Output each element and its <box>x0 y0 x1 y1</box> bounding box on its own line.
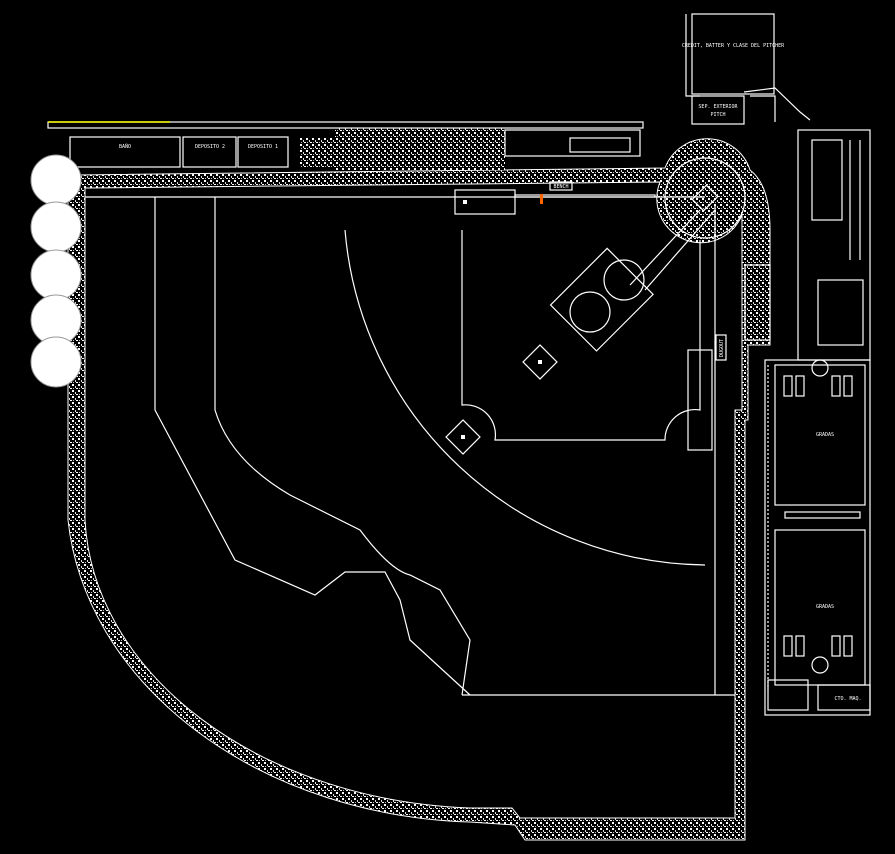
bench-label: BENCH <box>553 184 568 190</box>
trees <box>30 154 82 388</box>
building-label: CREDIT, BATTER Y CLASE DEL PITCHER <box>682 43 785 49</box>
outfield-line <box>214 197 471 696</box>
tree-icon <box>30 336 82 388</box>
tree-icon <box>30 249 82 301</box>
top-buildings: BAÑO DEPOSITO 2 DEPOSITO 1 CREDIT, BATTE… <box>47 13 811 168</box>
home-plate <box>691 184 719 212</box>
room-label: DEPOSITO 1 <box>248 144 278 150</box>
infield-edge <box>461 230 701 441</box>
hall-label: GRADAS <box>816 432 834 438</box>
room-label: CTO. MAQ. <box>834 696 861 702</box>
base <box>445 419 481 455</box>
base <box>522 344 558 380</box>
baseball-field: BENCH DUGOUT <box>85 157 746 696</box>
room-label: DEPOSITO 2 <box>195 144 225 150</box>
home-circle <box>664 157 746 239</box>
dugout-label: DUGOUT <box>719 339 725 357</box>
outfield-line <box>154 197 471 696</box>
gravel-perimeter <box>67 128 771 841</box>
room-label: BAÑO <box>119 143 131 150</box>
tree-icon <box>30 201 82 253</box>
infield-arc <box>344 229 706 566</box>
pitching-mound <box>569 291 611 333</box>
building-label: PITCH <box>710 112 725 118</box>
pitching-mound <box>603 259 645 301</box>
right-building: GRADAS GRADAS CTO. MAQ. <box>744 129 871 716</box>
tree-icon <box>30 154 82 206</box>
hall-label: GRADAS <box>816 604 834 610</box>
building-label: SEP. EXTERIOR <box>698 104 738 110</box>
